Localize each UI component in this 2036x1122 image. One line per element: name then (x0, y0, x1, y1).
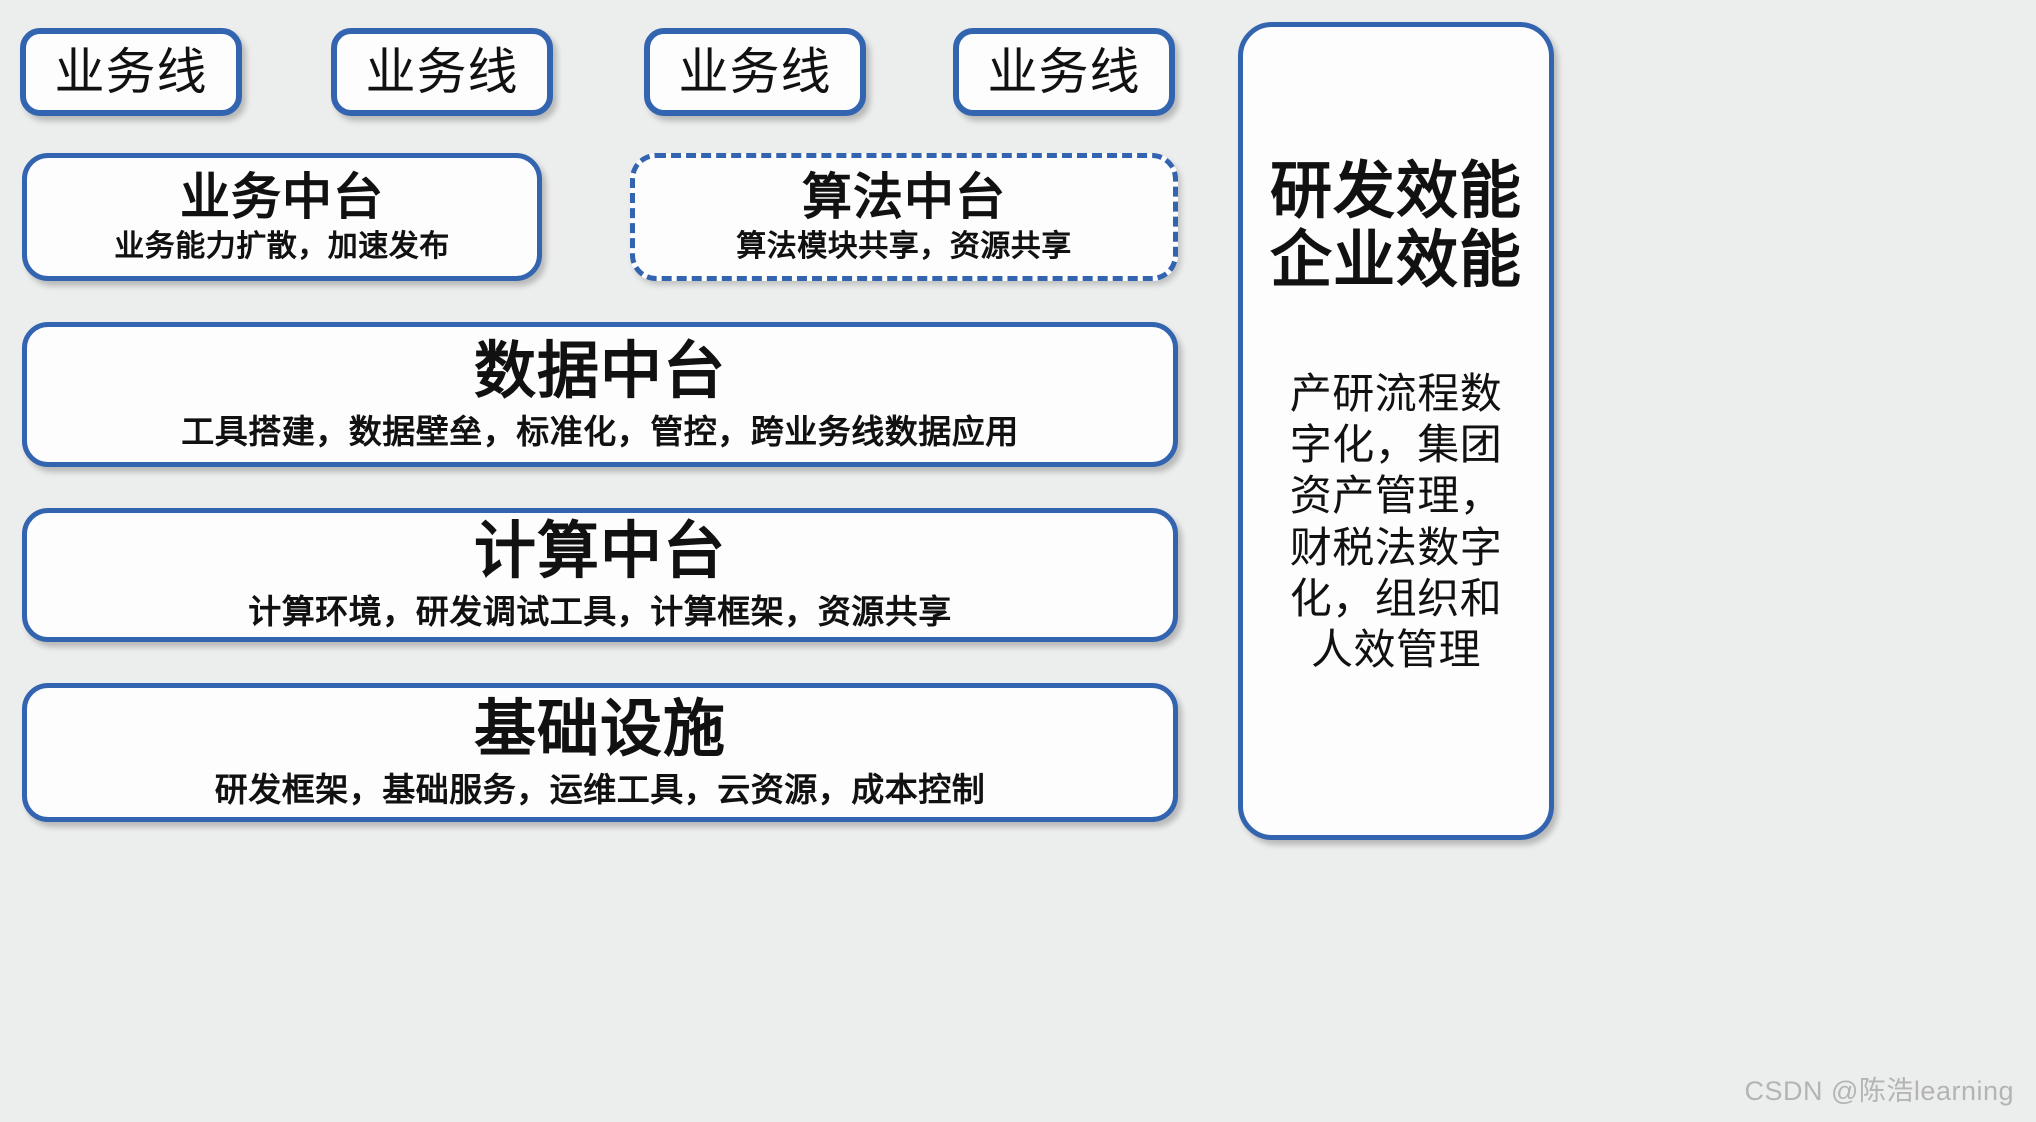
algorithm-middle-platform-box[interactable]: 算法中台 算法模块共享，资源共享 (630, 153, 1178, 281)
side-panel-title-line1: 研发效能 (1269, 157, 1522, 226)
csdn-watermark: CSDN @陈浩learning (1744, 1076, 2014, 1106)
business-line-label: 业务线 (987, 44, 1141, 100)
business-line-box-4[interactable]: 业务线 (953, 28, 1175, 116)
platform-subtitle: 算法模块共享，资源共享 (736, 229, 1072, 263)
compute-middle-platform-box[interactable]: 计算中台 计算环境，研发调试工具，计算框架，资源共享 (22, 508, 1178, 642)
business-line-box-1[interactable]: 业务线 (20, 28, 242, 116)
side-panel-title-line2: 企业效能 (1269, 226, 1522, 296)
platform-title: 计算中台 (473, 517, 726, 587)
efficiency-side-panel[interactable]: 研发效能 企业效能 产研流程数字化，集团资产管理，财税法数字化，组织和人效管理 (1238, 22, 1554, 840)
side-panel-body: 产研流程数字化，集团资产管理，财税法数字化，组织和人效管理 (1289, 369, 1503, 674)
business-line-box-3[interactable]: 业务线 (644, 28, 866, 116)
platform-subtitle: 工具搭建，数据壁垒，标准化，管控，跨业务线数据应用 (181, 412, 1019, 450)
data-middle-platform-box[interactable]: 数据中台 工具搭建，数据壁垒，标准化，管控，跨业务线数据应用 (22, 322, 1178, 467)
business-line-label: 业务线 (365, 44, 519, 100)
platform-subtitle: 计算环境，研发调试工具，计算框架，资源共享 (248, 593, 952, 631)
platform-title: 业务中台 (180, 169, 384, 226)
business-line-label: 业务线 (678, 44, 832, 100)
platform-title: 基础设施 (473, 694, 726, 764)
platform-title: 算法中台 (802, 169, 1006, 226)
platform-title: 数据中台 (473, 336, 726, 406)
platform-subtitle: 业务能力扩散，加速发布 (114, 229, 450, 263)
business-line-box-2[interactable]: 业务线 (331, 28, 553, 116)
platform-subtitle: 研发框架，基础服务，运维工具，云资源，成本控制 (214, 770, 986, 808)
business-line-label: 业务线 (54, 44, 208, 100)
infrastructure-box[interactable]: 基础设施 研发框架，基础服务，运维工具，云资源，成本控制 (22, 683, 1178, 822)
business-middle-platform-box[interactable]: 业务中台 业务能力扩散，加速发布 (22, 153, 542, 281)
